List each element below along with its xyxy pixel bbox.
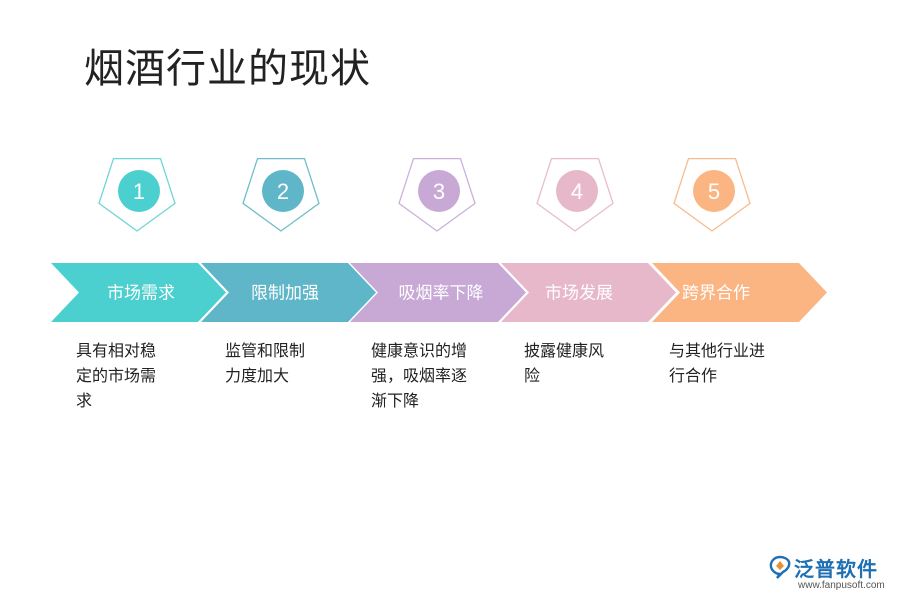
step-3-chevron [350,263,526,322]
step-3-label: 吸烟率下降 [399,284,484,304]
step-4-chevron [501,263,676,322]
step-5-desc-line: 与其他行业进 [669,341,766,360]
step-5-desc-line: 行合作 [669,366,718,385]
step-1-number-circle [118,170,160,212]
step-5-chevron [652,263,827,322]
step-4-desc-line: 披露健康风 [524,341,605,360]
step-5-number-circle [693,170,735,212]
fanpu-logo-icon [769,555,791,579]
step-1-desc-line: 求 [76,391,93,410]
step-3-desc-line: 渐下降 [371,391,420,410]
step-2-number-circle [262,170,304,212]
step-2-chevron [201,263,376,322]
step-3-number: 3 [433,179,445,204]
step-2-desc-line: 力度加大 [225,366,290,385]
step-1-desc-line: 定的市场需 [76,366,157,385]
step-3-desc-line: 强，吸烟率逐 [371,366,468,385]
page-title: 烟酒行业的现状 [84,46,371,92]
step-2-label: 限制加强 [251,284,319,304]
step-1-chevron [51,263,226,322]
step-3-number-circle [418,170,460,212]
step-5-number: 5 [708,179,720,204]
step-4-description: 披露健康风 险 [524,338,650,388]
step-2-description: 监管和限制 力度加大 [225,338,351,388]
step-3-description: 健康意识的增 强，吸烟率逐 渐下降 [371,338,497,413]
step-1-label: 市场需求 [107,284,175,304]
step-5-description: 与其他行业进 行合作 [669,338,795,388]
logo-url: www.fanpusoft.com [798,580,885,591]
step-4-label: 市场发展 [545,284,613,304]
logo-name: 泛普软件 [794,557,878,581]
step-4-number-circle [556,170,598,212]
step-1-description: 具有相对稳 定的市场需 求 [76,338,202,413]
step-3-desc-line: 健康意识的增 [371,341,468,360]
step-1-desc-line: 具有相对稳 [76,341,157,360]
step-1-number: 1 [133,179,145,204]
brand-logo: 泛普软件 www.fanpusoft.com [768,553,892,595]
step-4-number: 4 [571,179,583,204]
step-2-number: 2 [277,179,289,204]
step-5-label: 跨界合作 [682,284,750,304]
step-4-desc-line: 险 [524,366,541,385]
step-2-desc-line: 监管和限制 [225,341,306,360]
